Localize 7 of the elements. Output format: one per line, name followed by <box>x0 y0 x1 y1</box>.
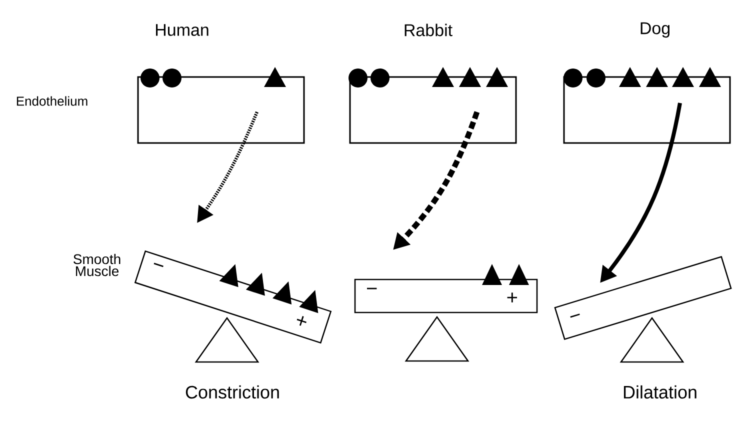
endothelium-box <box>349 76 517 144</box>
endothelium-box <box>563 76 731 144</box>
outcome-label: Constriction <box>186 385 279 399</box>
endothelium-box <box>137 76 305 144</box>
species-label: Dog <box>640 22 670 38</box>
muscle-bar: − + <box>354 278 538 314</box>
layer-label: Endothelium <box>16 96 88 106</box>
